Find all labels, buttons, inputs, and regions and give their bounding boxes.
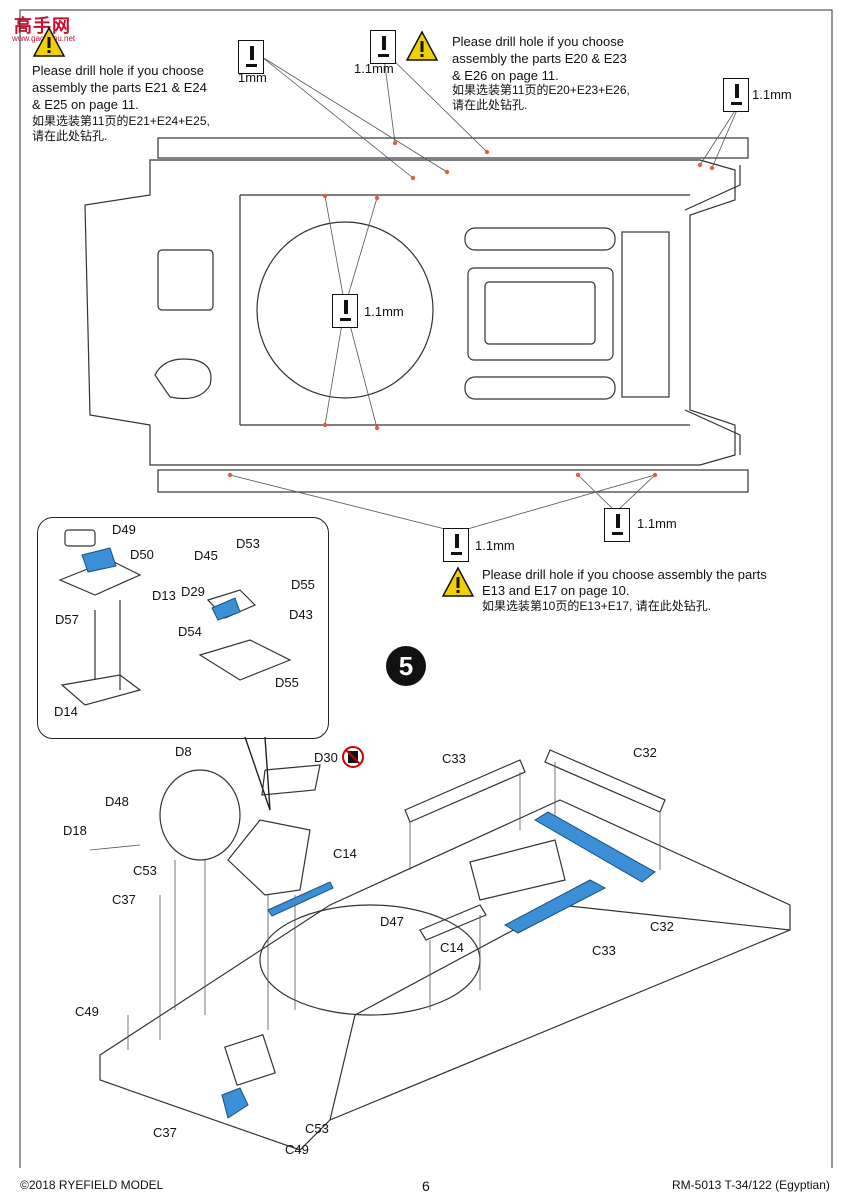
part-label: D55 (275, 675, 299, 690)
part-c14-right (419, 904, 487, 941)
note-left-cn: 如果选装第11页的E21+E24+E25, (32, 114, 210, 128)
drill-icon (370, 30, 396, 64)
drill-size-label: 1.1mm (364, 304, 404, 319)
part-label: C37 (153, 1125, 177, 1140)
part-label: C53 (305, 1121, 329, 1136)
engine-hatch (467, 267, 614, 361)
drill-icon (723, 78, 749, 112)
turret-ring-opening (256, 221, 434, 399)
hull-floor (84, 159, 736, 466)
part-c33-highlight (503, 879, 607, 934)
drill-size-label: 1.1mm (354, 61, 394, 76)
part-label: D47 (380, 914, 404, 929)
note-bottom-cn: 如果选装第10页的E13+E17, 请在此处钻孔. (482, 599, 712, 613)
part-label: C32 (650, 919, 674, 934)
footer-copyright: ©2018 RYEFIELD MODEL (20, 1178, 164, 1192)
warning-icon (441, 566, 475, 597)
part-label: D57 (55, 612, 79, 627)
part-label: C37 (112, 892, 136, 907)
part-label: D43 (289, 607, 313, 622)
part-label: D30 (314, 750, 338, 765)
part-c33-upper (404, 759, 526, 823)
drill-size-label: 1.1mm (752, 87, 792, 102)
hull-rail-top (157, 137, 749, 159)
part-label: C49 (75, 1004, 99, 1019)
note-left-cn: 请在此处钻孔. (32, 129, 108, 143)
hull-iso-view (99, 799, 791, 1151)
part-label: C53 (133, 863, 157, 878)
note-right-en: & E26 on page 11. (452, 68, 559, 83)
note-right-en: Please drill hole if you choose (452, 34, 624, 49)
part-d8 (159, 769, 241, 861)
part-label: D13 (152, 588, 176, 603)
part-label: D49 (112, 522, 136, 537)
note-right-cn: 如果选装第11页的E20+E23+E26, (452, 83, 630, 97)
note-left-en: Please drill hole if you choose (32, 63, 204, 78)
note-right-cn: 请在此处钻孔. (452, 98, 528, 112)
part-label: C14 (333, 846, 357, 861)
note-bottom-en: E13 and E17 on page 10. (482, 583, 630, 598)
part-label: C14 (440, 940, 464, 955)
drill-icon (238, 40, 264, 74)
part-label: D54 (178, 624, 202, 639)
watermark-brand: 高手网 (14, 16, 71, 36)
step-number: 5 (386, 646, 426, 686)
part-label: C32 (633, 745, 657, 760)
drill-icon (443, 528, 469, 562)
part-c37-highlight (221, 1087, 249, 1119)
part-label: C33 (442, 751, 466, 766)
part-label: D29 (181, 584, 205, 599)
part-c14-highlight (267, 881, 334, 917)
part-label: C33 (592, 943, 616, 958)
no-glue-icon (342, 746, 364, 768)
drill-size-label: 1.1mm (475, 538, 515, 553)
part-label: D48 (105, 794, 129, 809)
drill-size-label: 1.1mm (637, 516, 677, 531)
part-d29-highlight (211, 597, 241, 621)
part-label: D50 (130, 547, 154, 562)
note-right-en: assembly the parts E20 & E23 (452, 51, 627, 66)
subassembly-inset (37, 517, 329, 739)
warning-icon (32, 26, 66, 57)
drill-icon (332, 294, 358, 328)
part-label: D18 (63, 823, 87, 838)
part-label: D45 (194, 548, 218, 563)
footer-kit-code: RM-5013 T-34/122 (Egyptian) (672, 1178, 830, 1192)
page-number: 6 (422, 1178, 430, 1194)
warning-icon (405, 30, 439, 61)
drill-icon (604, 508, 630, 542)
part-label: C49 (285, 1142, 309, 1157)
part-c32-highlight (534, 811, 656, 883)
note-left-en: assembly the parts E21 & E24 (32, 80, 207, 95)
note-bottom-en: Please drill hole if you choose assembly… (482, 567, 767, 582)
part-transmission (227, 819, 311, 896)
part-label: D55 (291, 577, 315, 592)
hull-rail-bottom (157, 469, 749, 493)
drill-size-label: 1mm (238, 70, 267, 85)
part-label: D14 (54, 704, 78, 719)
part-label: D8 (175, 744, 192, 759)
part-d50-highlight (81, 547, 117, 573)
note-left-en: & E25 on page 11. (32, 97, 139, 112)
part-label: D53 (236, 536, 260, 551)
